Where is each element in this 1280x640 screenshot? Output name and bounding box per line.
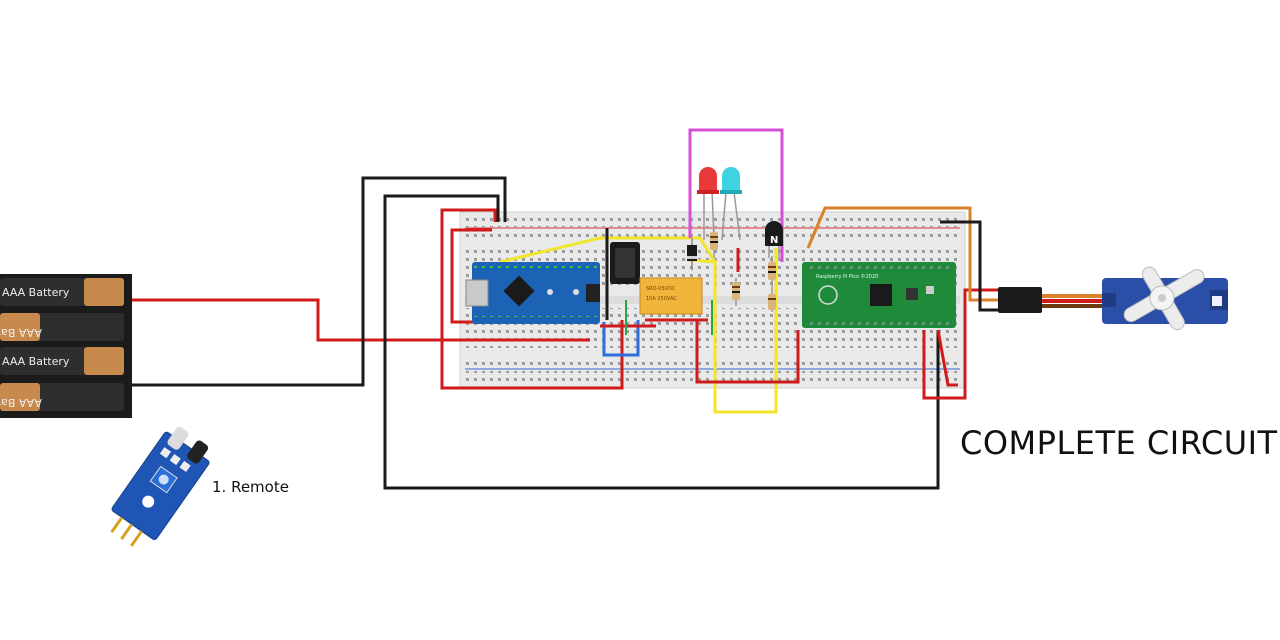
wire-black-servo: [940, 220, 1000, 312]
resistor-1: [710, 228, 718, 258]
wire-battery-negative: [130, 176, 507, 387]
wire-red-right-loop: [922, 288, 1000, 400]
wire-battery-positive: [130, 298, 590, 342]
npn-transistor: N: [765, 221, 783, 258]
relay-module: SRD-05VDC 10A 250VAC: [639, 277, 703, 315]
svg-text:10A 250VAC: 10A 250VAC: [646, 296, 677, 302]
raspberry-pi-pico: Raspberry Pi Pico ©2020: [802, 262, 956, 328]
wire-blue-loop: [602, 320, 640, 357]
resistor-2: [732, 278, 740, 306]
battery-label-3: AAA Battery: [2, 355, 70, 368]
wires: [130, 128, 1000, 490]
servo-motor: [1102, 266, 1228, 331]
ir-receiver: [610, 242, 640, 284]
battery-label-1: AAA Battery: [2, 286, 70, 299]
battery-label-4: AAA Battery: [0, 396, 42, 409]
resistor-3: [768, 256, 776, 312]
remote-label: 1. Remote: [212, 478, 289, 496]
led-cyan: [720, 167, 742, 241]
wire-magenta-loop: [688, 128, 784, 262]
pico-label: Raspberry Pi Pico ©2020: [816, 273, 878, 280]
battery-label-2: AAA Battery: [0, 326, 42, 339]
led-red: [697, 167, 719, 241]
ir-sensor-module: [110, 426, 210, 547]
battery-pack: AAA Battery AAA Battery AAA Battery AAA …: [0, 274, 132, 418]
wire-red-bottom: [695, 320, 800, 384]
servo-connector: [998, 287, 1102, 313]
diagram-title: COMPLETE CIRCUIT: [960, 424, 1278, 462]
svg-text:SRD-05VDC: SRD-05VDC: [646, 286, 676, 292]
wire-yellow-top: [499, 236, 717, 264]
wire-red-loop-left: [440, 208, 624, 390]
wire-red-right-inner: [936, 329, 958, 387]
arduino-nano: [465, 262, 600, 324]
diode: [687, 238, 697, 270]
wire-ground-loop: [383, 194, 940, 490]
transistor-label: N: [770, 235, 778, 246]
